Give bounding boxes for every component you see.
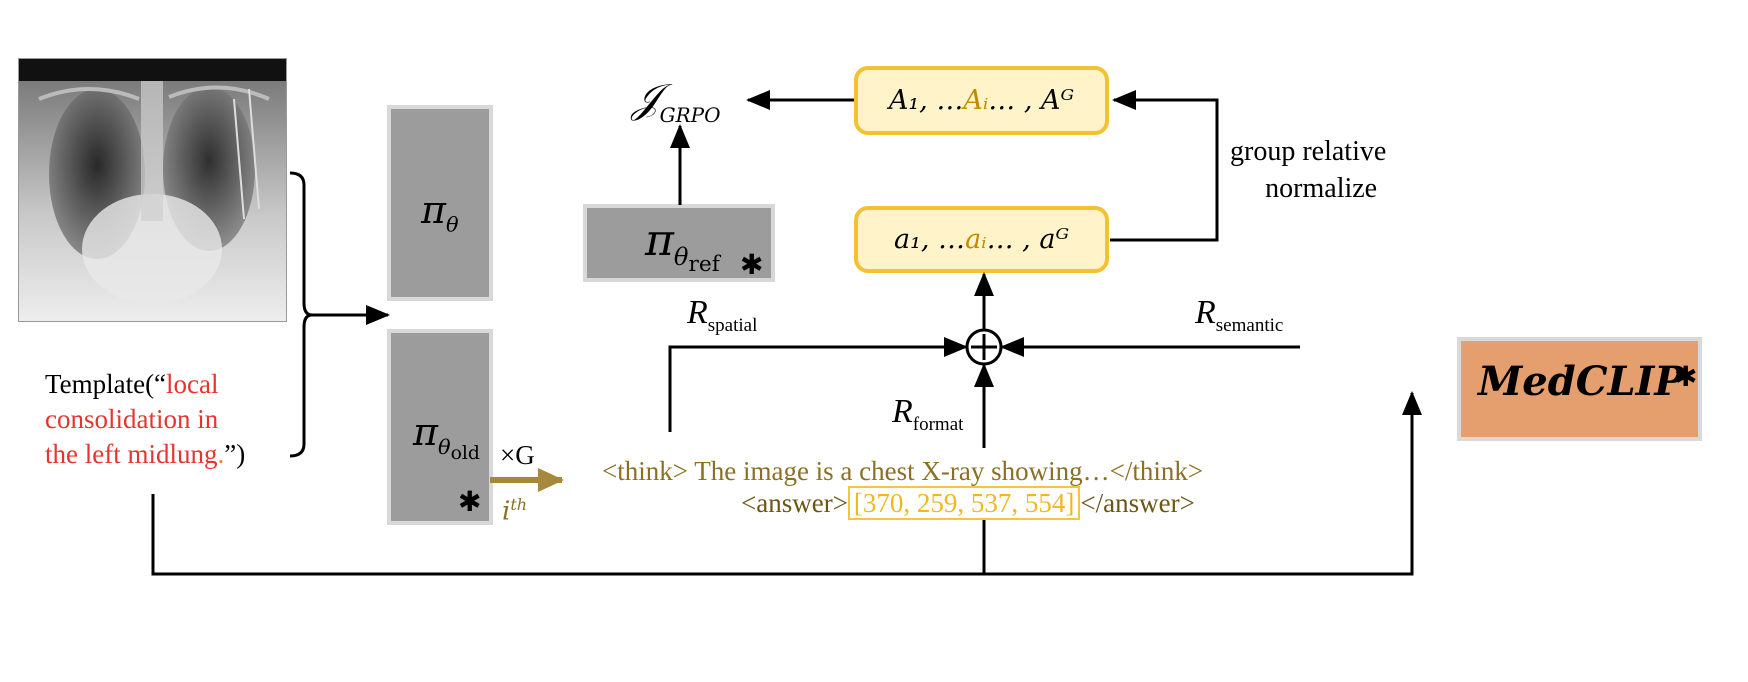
answer-line: <answer>[370, 259, 537, 554]</answer> bbox=[741, 486, 1195, 520]
medclip-block bbox=[1457, 337, 1702, 441]
frozen-marker-ref: ✱ bbox=[740, 248, 764, 281]
frozen-marker-medclip: ✱ bbox=[1674, 360, 1698, 393]
policy-ref-label: πθref bbox=[645, 215, 720, 277]
reward-spatial-label: Rspatial bbox=[687, 294, 758, 336]
answer-coords: [370, 259, 537, 554] bbox=[847, 486, 1081, 520]
policy-ref-block bbox=[583, 204, 775, 282]
ith-label: ith bbox=[502, 495, 528, 527]
template-prefix: Template(“ bbox=[45, 369, 167, 399]
input-brace bbox=[289, 171, 313, 458]
policy-theta-old-label: πθold bbox=[413, 410, 480, 464]
chest-xray-image bbox=[18, 58, 287, 322]
template-to-medclip-arrow bbox=[151, 391, 1422, 576]
advantages-box: A₁, … Aᵢ … , Aᴳ bbox=[854, 66, 1109, 135]
rewards-box: a₁, … aᵢ … , aᴳ bbox=[854, 206, 1109, 273]
template-query-line2: consolidation in bbox=[45, 404, 219, 434]
template-period: . bbox=[217, 439, 225, 469]
medclip-label: MedCLIP bbox=[1478, 358, 1685, 405]
normalize-loop-arrow bbox=[1110, 90, 1219, 242]
template-query-line3: the left midlung bbox=[45, 439, 218, 469]
frozen-marker-old: ✱ bbox=[458, 485, 482, 518]
reward-semantic-label: Rsemantic bbox=[1195, 294, 1284, 336]
xray-graphic bbox=[19, 59, 286, 321]
template-suffix: ”) bbox=[224, 439, 246, 469]
policy-theta-label: πθ bbox=[421, 188, 459, 237]
think-line: <think> The image is a chest X-ray showi… bbox=[602, 456, 1204, 486]
policy-theta-block bbox=[387, 105, 493, 301]
policy-theta-old-block bbox=[387, 329, 493, 525]
reward-format-label: Rformat bbox=[892, 393, 964, 435]
times-g-label: ×G bbox=[500, 440, 535, 470]
spatial-reward-arrow bbox=[668, 337, 968, 432]
template-text: Template(“local consolidation in the lef… bbox=[45, 367, 245, 472]
template-query-line1: local bbox=[166, 369, 219, 399]
objective-label: 𝒥GRPO bbox=[632, 76, 721, 127]
normalize-label: group relative normalize bbox=[1230, 136, 1387, 204]
